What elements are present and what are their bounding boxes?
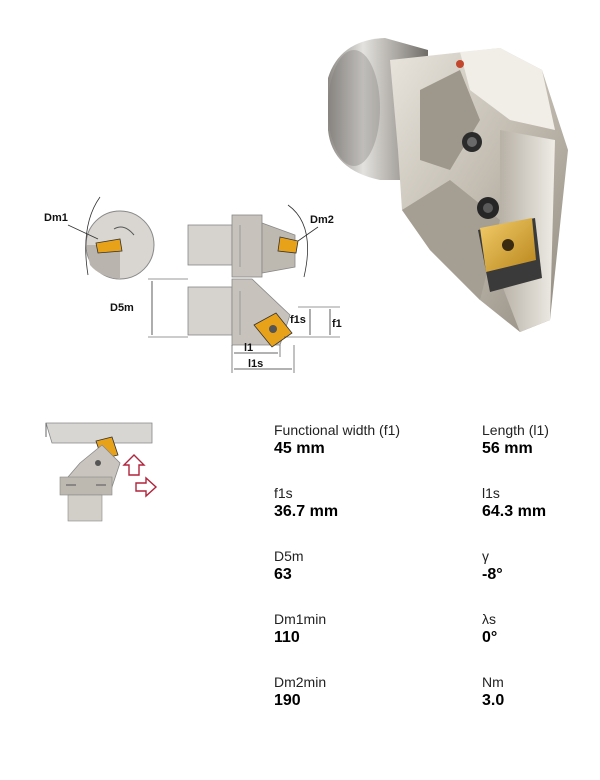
spec-f1s: f1s 36.7 mm	[274, 484, 338, 522]
spec-label: Dm2min	[274, 674, 327, 690]
spec-value: 36.7 mm	[274, 503, 339, 520]
spec-value: -8°	[482, 566, 503, 583]
spec-value: 63	[274, 566, 292, 583]
spec-value: 110	[274, 629, 300, 646]
spec-gamma: γ -8°	[482, 547, 503, 585]
label-d5m: D5m	[110, 302, 134, 314]
spec-value: 190	[274, 692, 301, 709]
spec-d5m: D5m 63	[274, 547, 304, 585]
spec-label: f1s	[274, 485, 293, 501]
feed-arrow-up-icon	[122, 454, 146, 476]
end-view	[67, 196, 155, 280]
feed-arrow-right-icon	[135, 476, 158, 498]
spec-value: 64.3 mm	[482, 503, 547, 520]
spec-functional-width: Functional width (f1) 45 mm	[274, 421, 400, 459]
label-f1s: f1s	[290, 314, 306, 326]
label-l1: l1	[244, 342, 253, 354]
spec-nm: Nm 3.0	[482, 673, 504, 711]
spec-label: γ	[482, 548, 489, 564]
label-dm1: Dm1	[44, 212, 68, 224]
spec-length: Length (l1) 56 mm	[482, 421, 549, 459]
spec-dm2min: Dm2min 190	[274, 673, 326, 711]
spec-dm1min: Dm1min 110	[274, 610, 326, 648]
spec-label: Nm	[482, 674, 504, 690]
spec-value: 3.0	[482, 692, 505, 709]
spec-label: D5m	[274, 548, 304, 564]
application-illustration	[40, 415, 165, 525]
label-dm2: Dm2	[310, 214, 334, 226]
spec-label: λs	[482, 611, 496, 627]
spec-lambda-s: λs 0°	[482, 610, 497, 648]
spec-label: l1s	[482, 485, 500, 501]
label-f1: f1	[332, 318, 342, 330]
spec-l1s: l1s 64.3 mm	[482, 484, 546, 522]
tool-holder-photo	[328, 38, 568, 332]
top-view	[187, 278, 293, 348]
spec-value: 56 mm	[482, 440, 533, 457]
spec-value: 0°	[482, 629, 498, 646]
spec-label: Length (l1)	[482, 422, 549, 438]
spec-label: Dm1min	[274, 611, 327, 627]
dimension-drawing: Dm1 Dm2 D5m f1s f1 l1 l1s	[44, 196, 342, 373]
label-l1s: l1s	[248, 358, 263, 370]
spec-label: Functional width (f1)	[274, 422, 401, 438]
spec-value: 45 mm	[274, 440, 325, 457]
side-view-top	[187, 204, 319, 278]
